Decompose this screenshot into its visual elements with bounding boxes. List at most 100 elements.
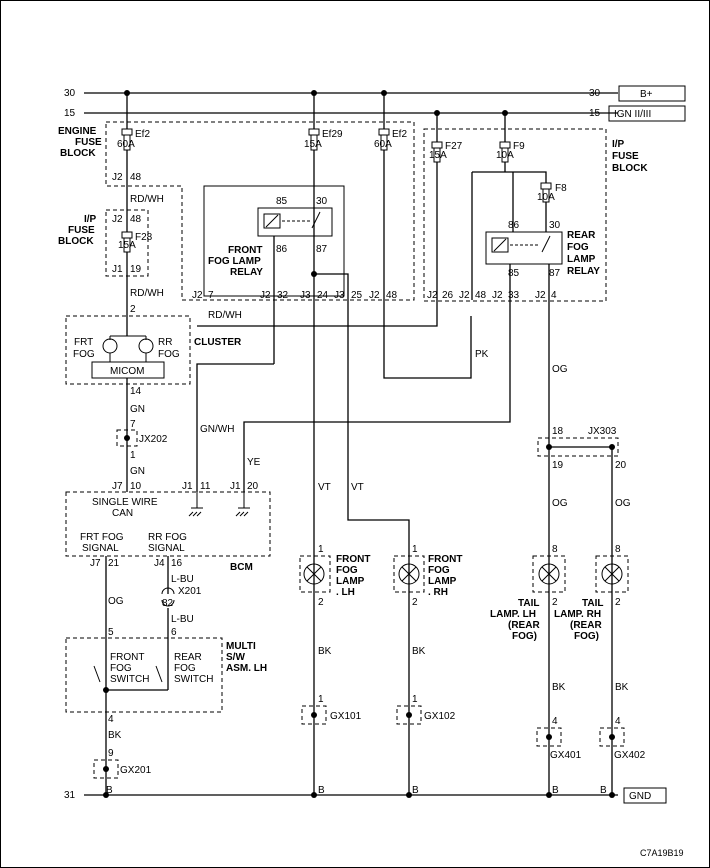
cluster-frt: FRT [74,337,93,348]
rear-relay-contact [541,235,551,253]
wire-gnwh [196,363,274,492]
ip-fuse-block-left-title: I/P [84,214,97,225]
internal-ground-icon [235,492,250,517]
wire-color-pk: PK [475,349,489,360]
multi-switch-outline [65,637,223,713]
micom-box [91,361,165,379]
fuse-f27-name: F27 [445,141,463,152]
conn-j2-48r: J2 [459,290,470,301]
fuse-ef2-cap [121,128,133,136]
rail-15-left: 15 [64,108,76,119]
multi-switch-title: MULTI [226,641,256,652]
gx401-pin: 4 [552,716,558,727]
multi-switch-pin-6: 6 [171,627,177,638]
jx303-pin-20: 20 [615,460,627,471]
rear-relay-pin-87: 87 [549,268,561,279]
bcm-11: 11 [200,481,211,492]
gx201-node [103,766,109,772]
fuse-ef29-cap [308,128,320,136]
multi-switch-rear: REAR [174,652,202,663]
front-lamp-lh-pin-top: 1 [318,544,324,555]
wire-ef2-to-j2-48 [383,150,472,379]
rear-relay-coil [491,237,509,253]
rr-fog-indicator-icon [138,338,154,354]
rear-relay-pin-86: 86 [508,220,520,231]
wire-color-og: OG [615,498,631,509]
x201-pin: 82 [162,598,174,609]
tail-lamp-lh-icon [538,563,560,585]
connector-x201-icon [161,587,175,595]
rear-relay-pin-30: 30 [549,220,561,231]
wire-f9-bus [472,171,547,183]
cluster-rr: RR [158,337,172,348]
rear-relay-outline [485,231,563,265]
front-lamp-lh-title: FRONT [336,554,370,565]
tail-lamp-lh-outline [532,555,566,593]
gx402-pin: 4 [615,716,621,727]
wire-color-vt: VT [351,482,364,493]
jx202-outline [116,429,138,447]
front-relay-pin-30: 30 [316,196,328,207]
front-lamp-rh-pin-bot: 2 [412,597,418,608]
fuse-ef29-name: Ef29 [322,129,343,140]
ip-fuse-block-title: I/P [612,139,625,150]
wire-ye [243,264,511,492]
fuse-f9-name: F9 [513,141,525,152]
bcm-frt-signal: FRT FOG [80,532,124,543]
front-lamp-rh-title: FRONT [428,554,462,565]
front-lamp-rh-outline [393,555,425,593]
gx401-name: GX401 [550,750,582,761]
front-lamp-rh-title: LAMP [428,576,457,587]
bcm-rr-signal: SIGNAL [148,543,185,554]
conn-j2-4: 4 [551,290,557,301]
wire-color-rdwh: RD/WH [208,310,242,321]
fuse-ef2-amp: 60A [117,139,135,150]
conn-j3-24: 24 [317,290,329,301]
bcm-20: 20 [247,481,259,492]
ip-fuse-block-title: FUSE [612,151,639,162]
fuse-f27-cap [431,141,443,149]
multi-switch-pin-4: 4 [108,714,114,725]
front-fog-lamp-lh-icon [303,563,325,585]
conn-j2-7: J2 [192,290,203,301]
bcm-j4-16: J4 [154,558,165,569]
multi-switch-pin-5: 5 [108,627,114,638]
wire-color-og: OG [552,364,568,375]
rail-30-right: 30 [589,88,601,99]
x201-name: X201 [178,586,202,597]
front-fog-lamp-rh-icon [398,563,420,585]
bcm-title: BCM [230,562,253,573]
front-relay-pin-86: 86 [276,244,288,255]
wire-color-bk: BK [412,646,426,657]
fuse-ef2-name: Ef2 [135,129,150,140]
fuse-ef2-amp: 60A [374,139,392,150]
wire-f27-to-cluster [197,162,438,327]
ip-left-19: 19 [130,264,142,275]
gnd-label: GND [629,791,651,802]
multi-switch-rear: FOG [174,663,196,674]
front-lamp-lh-title: . LH [336,587,355,598]
wire-color-rdwh: RD/WH [130,194,164,205]
cluster-fog-right: FOG [158,349,180,360]
b-plus-label: B+ [640,89,653,100]
jx202-node [124,435,130,441]
multi-switch-rear: SWITCH [174,674,213,685]
figure-id: C7A19B19 [640,848,684,858]
rear-relay-title: LAMP [567,254,596,265]
conn-j2-48: J2 [369,290,380,301]
gx402-name: GX402 [614,750,646,761]
bcm-j1: J1 [230,481,241,492]
tail-lamp-lh-pin-bot: 2 [552,597,558,608]
ip-fuse-block-title: BLOCK [612,163,648,174]
tail-lamp-rh-title: TAIL [582,598,603,609]
lamp-cross [541,566,557,582]
conn-j2-4: J2 [535,290,546,301]
gx201-pin: 9 [108,748,114,759]
b-plus-tag [618,85,686,102]
fuse-f9-cap [499,141,511,149]
gx402-node [609,734,615,740]
multi-switch-title: S/W [226,652,245,663]
ip-left-j1: J1 [112,264,123,275]
tail-lamp-lh-title: (REAR [508,620,540,631]
tail-lamp-rh-icon [601,563,623,585]
